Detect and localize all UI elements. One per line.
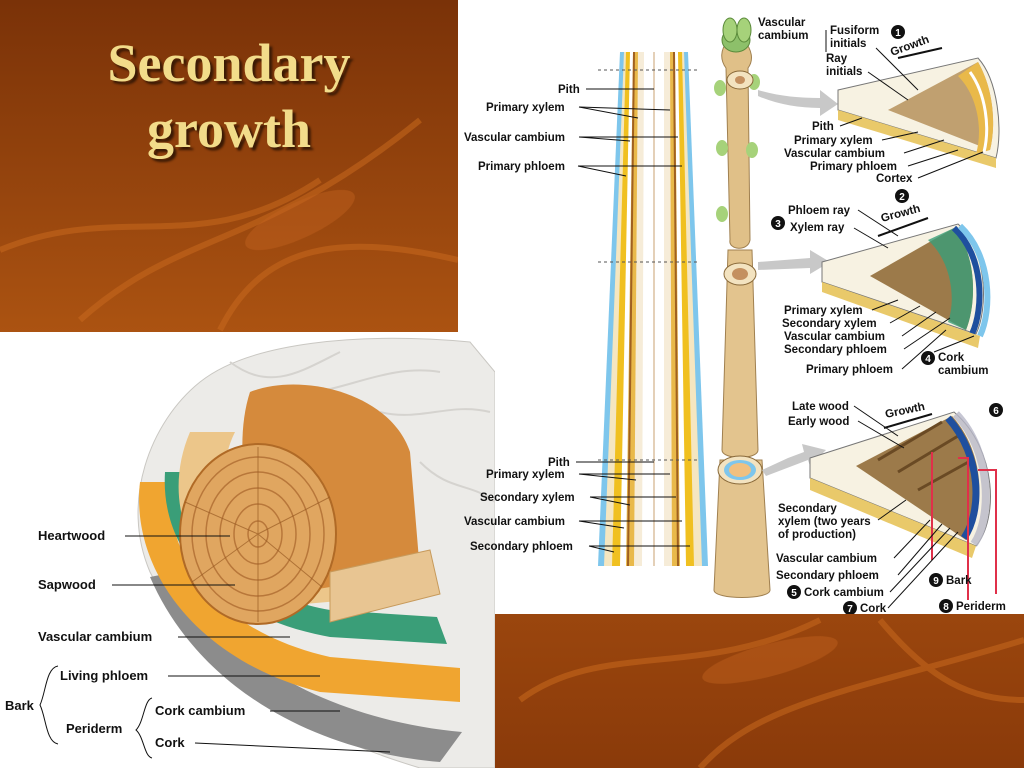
stage3-bark: Bark <box>946 575 972 587</box>
stage3-wedge <box>809 411 997 600</box>
title-line-2: growth <box>146 99 311 159</box>
stage2-phloem-ray: Phloem ray <box>788 205 851 217</box>
svg-text:8: 8 <box>943 602 949 613</box>
stage3-cork: Cork <box>860 603 887 614</box>
top-label-pith: Pith <box>558 84 580 96</box>
label-bark: Bark <box>5 698 35 713</box>
label-periderm: Periderm <box>66 721 122 736</box>
label-heartwood: Heartwood <box>38 528 105 543</box>
bottom-label-pith: Pith <box>548 457 570 469</box>
svg-text:3: 3 <box>775 219 781 230</box>
stage3-vascular-cambium: Vascular cambium <box>776 553 877 565</box>
stage1-pith: Pith <box>812 121 834 133</box>
bottom-label-secondary-phloem: Secondary phloem <box>470 541 573 553</box>
slide-title: Secondary growth <box>0 30 458 162</box>
longitudinal-section <box>598 51 708 567</box>
label-living-phloem: Living phloem <box>60 668 148 683</box>
stage3-cork-cambium: Cork cambium <box>804 587 884 599</box>
sapwood-slab <box>329 549 441 623</box>
tree-trunk-diagram: Heartwood Sapwood Vascular cambium Bark … <box>5 337 495 768</box>
stage8-number-badge <box>939 599 953 613</box>
stage1-vascular-cambium: Vascular cambium <box>784 148 885 160</box>
stage4-number-badge <box>921 351 935 365</box>
stage9-number-badge <box>929 573 943 587</box>
bottom-label-secondary-xylem: Secondary xylem <box>480 492 575 504</box>
svg-text:4: 4 <box>925 354 931 365</box>
label-cork-cambium: Cork cambium <box>155 703 245 718</box>
label-sapwood: Sapwood <box>38 577 96 592</box>
stage2-number-badge <box>895 189 909 203</box>
stem-growth-diagram: Pith Primary xylem Vascular cambium Prim… <box>464 17 1006 614</box>
stage3-early-wood: Early wood <box>788 416 849 428</box>
top-label-vascular-cambium: Vascular cambium <box>464 132 565 144</box>
svg-text:7: 7 <box>847 604 853 614</box>
stage1-primary-phloem: Primary phloem <box>810 161 897 173</box>
top-label-primary-xylem: Primary xylem <box>486 102 565 114</box>
svg-text:9: 9 <box>933 576 939 587</box>
svg-text:1: 1 <box>895 28 901 39</box>
stage2-wedge <box>821 223 991 348</box>
stage3-late-wood: Late wood <box>792 401 849 413</box>
stage2-secondary-phloem: Secondary phloem <box>784 344 887 356</box>
stage1-wedge <box>837 57 1000 168</box>
stage6-number-badge <box>989 403 1003 417</box>
stage3-periderm: Periderm <box>956 601 1006 613</box>
stage2-secondary-xylem: Secondary xylem <box>782 318 877 330</box>
label-vascular-cambium: Vascular cambium <box>38 629 152 644</box>
svg-text:6: 6 <box>993 406 999 417</box>
stage3-secondary-phloem: Secondary phloem <box>776 570 879 582</box>
svg-text:5: 5 <box>791 588 797 599</box>
svg-text:2: 2 <box>899 192 905 203</box>
bottom-label-primary-xylem: Primary xylem <box>486 469 565 481</box>
stage3-number-badge <box>771 216 785 230</box>
stage2-xylem-ray: Xylem ray <box>790 222 845 234</box>
stage2-primary-phloem: Primary phloem <box>806 364 893 376</box>
stage7-number-badge <box>843 601 857 614</box>
bottom-label-vascular-cambium: Vascular cambium <box>464 516 565 528</box>
label-cork: Cork <box>155 735 185 750</box>
top-label-primary-phloem: Primary phloem <box>478 161 565 173</box>
twig-exterior <box>713 17 771 598</box>
title-line-1: Secondary <box>107 33 351 93</box>
stage1-number-badge <box>891 25 905 39</box>
stage1-primary-xylem: Primary xylem <box>794 135 873 147</box>
stage5-number-badge <box>787 585 801 599</box>
stage2-vascular-cambium: Vascular cambium <box>784 331 885 343</box>
stage1-cortex: Cortex <box>876 173 913 185</box>
stage2-primary-xylem: Primary xylem <box>784 305 863 317</box>
